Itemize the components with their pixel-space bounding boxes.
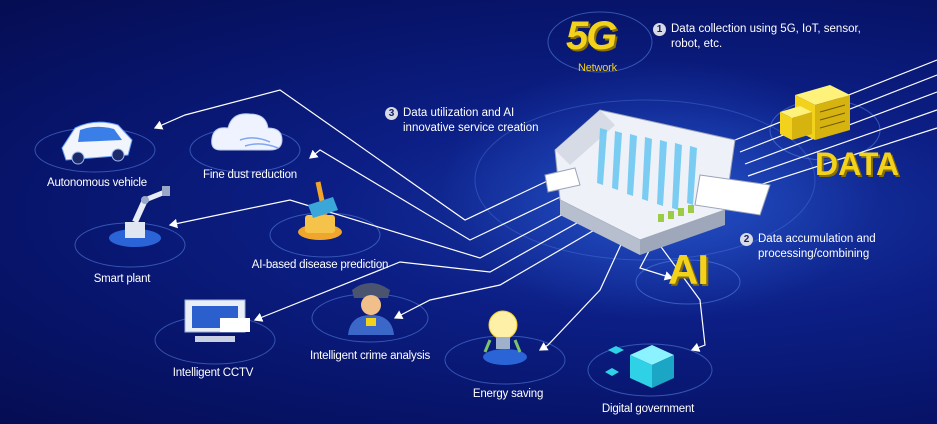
step-3-line-2: innovative service creation [403, 122, 539, 134]
cctv-icon [184, 299, 250, 342]
autonomous-vehicle-icon [61, 121, 133, 165]
label-intelligent-cctv: Intelligent CCTV [172, 367, 254, 379]
step-3-line-1: Data utilization and AI [403, 107, 515, 119]
cloud-icon [211, 113, 283, 151]
label-energy-saving: Energy saving [472, 388, 544, 400]
step-2: 2 Data accumulation and processing/combin… [740, 232, 876, 262]
step-3-number: 3 [385, 107, 398, 120]
label-ai-disease-prediction: AI-based disease prediction [251, 259, 389, 271]
label-fine-dust-reduction: Fine dust reduction [202, 169, 298, 181]
microscope-icon [298, 181, 342, 240]
network-label: Network [578, 62, 617, 74]
step-1-line-1: Data collection using 5G, IoT, sensor, [671, 23, 861, 35]
label-autonomous-vehicle: Autonomous vehicle [47, 177, 147, 189]
step-3: 3 Data utilization and AI innovative serv… [385, 106, 539, 136]
police-officer-icon [348, 283, 394, 335]
light-bulb-icon [483, 310, 527, 365]
label-intelligent-crime-analysis: Intelligent crime analysis [309, 350, 431, 362]
step-2-line-1: Data accumulation and [758, 233, 876, 245]
step-2-number: 2 [740, 233, 753, 246]
ai-label: AI [668, 246, 709, 293]
label-smart-plant: Smart plant [93, 273, 151, 285]
server-stack-icon [780, 85, 850, 140]
step-1-line-2: robot, etc. [671, 38, 723, 50]
step-2-line-2: processing/combining [758, 248, 870, 260]
step-1-number: 1 [653, 23, 666, 36]
5g-badge: 5G [566, 14, 617, 58]
digital-cube-icon [605, 345, 674, 388]
data-center-building [544, 109, 771, 255]
label-digital-government: Digital government [601, 403, 695, 415]
robot-arm-icon [109, 186, 170, 247]
data-label: DATA [815, 146, 900, 182]
